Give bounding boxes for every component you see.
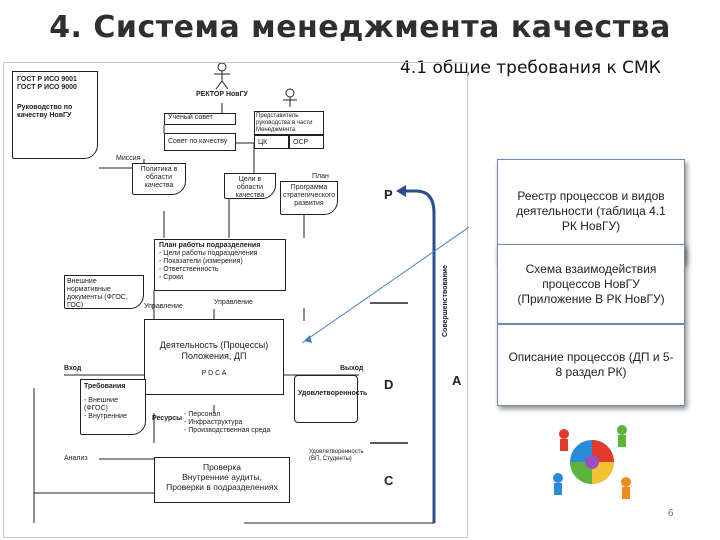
representative-person-icon bbox=[283, 88, 297, 107]
quality-council-box: Совет по качеству bbox=[164, 133, 236, 151]
analysis-label: Анализ bbox=[64, 455, 88, 462]
resources-items: - Персонал - Инфраструктура - Производст… bbox=[184, 411, 271, 434]
osr-box: ОСР bbox=[289, 135, 324, 149]
rector-label: РЕКТОР НовГУ bbox=[196, 91, 248, 98]
pdca-letter-d: D bbox=[384, 377, 394, 392]
resources-label: Ресурсы bbox=[152, 415, 183, 422]
requirements-items: - Внешние (ФГОС) - Внутренние bbox=[84, 397, 127, 420]
improvement-label: Совершенствование bbox=[442, 264, 449, 337]
control-label-2: Управление bbox=[144, 303, 183, 310]
academic-council-box: Ученый совет bbox=[164, 113, 236, 125]
check-title: Проверка bbox=[202, 462, 242, 472]
goals-doc: Цели в области качества bbox=[224, 173, 276, 199]
management-rep-box: Представитель руководства в части Менедж… bbox=[254, 111, 324, 135]
pdca-letter-c: C bbox=[384, 473, 394, 488]
satisfaction-box: Удовлетворенность bbox=[294, 375, 367, 423]
standards-text: ГОСТ Р ИСО 9001 ГОСТ Р ИСО 9000 bbox=[17, 76, 77, 91]
qms-diagram: ГОСТ Р ИСО 9001 ГОСТ Р ИСО 9000 Руководс… bbox=[3, 62, 469, 538]
pointer-line bbox=[301, 226, 469, 344]
policy-doc: Политика в области качества bbox=[132, 163, 186, 195]
puzzle-people-icon bbox=[553, 425, 631, 499]
rector-person-icon bbox=[214, 63, 230, 90]
requirements-title: Требования bbox=[84, 383, 126, 390]
activity-subtitle: Положения, ДП bbox=[181, 351, 247, 361]
ucq-box: ЦК bbox=[254, 135, 289, 149]
control-label: Управление bbox=[214, 299, 253, 306]
check-box: Проверка Внутренние аудиты, Проверки в п… bbox=[154, 457, 290, 503]
mission-label: Миссия bbox=[116, 155, 141, 162]
plan-label: План bbox=[312, 173, 329, 180]
work-plan-items: - Цели работы подразделения - Показатели… bbox=[159, 250, 258, 281]
process-interaction-box: Схема взаимодействия процессов НовГУ (Пр… bbox=[497, 244, 685, 324]
input-label: Вход bbox=[64, 365, 82, 372]
improvement-arrow bbox=[406, 189, 436, 523]
work-plan-box: План работы подразделения - Цели работы … bbox=[154, 239, 286, 291]
activity-title: Деятельность (Процессы) bbox=[159, 340, 269, 350]
slide-subtitle: 4.1 общие требования к СМК bbox=[400, 58, 661, 78]
external-docs: Внешние нормативные документы (ФГОС, ГОС… bbox=[64, 275, 144, 309]
process-description-box: Описание процессов (ДП и 5-8 раздел РК) bbox=[497, 324, 685, 406]
requirements-doc: Требования - Внешние (ФГОС) - Внутренние bbox=[80, 379, 146, 435]
satisfaction-note: Удовлетворенность (ВП, Студенты) bbox=[309, 449, 364, 462]
slide-title: 4. Система менеджмента качества bbox=[49, 10, 671, 45]
page-number: 6 bbox=[668, 508, 674, 519]
program-doc: Программа стратегического развития bbox=[280, 181, 338, 215]
standards-doc: ГОСТ Р ИСО 9001 ГОСТ Р ИСО 9000 Руководс… bbox=[12, 71, 98, 159]
pdca-letter-p: P bbox=[384, 187, 393, 202]
pdca-letter-a: A bbox=[452, 373, 462, 388]
work-plan-title: План работы подразделения bbox=[159, 242, 261, 249]
output-label: Выход bbox=[340, 365, 364, 372]
check-items: Внутренние аудиты, Проверки в подразделе… bbox=[166, 472, 278, 492]
pdca-label: P D C A bbox=[201, 370, 227, 377]
manual-text: Руководство по качеству НовГУ bbox=[17, 104, 73, 119]
activity-box: Деятельность (Процессы) Положения, ДП P … bbox=[144, 319, 284, 395]
